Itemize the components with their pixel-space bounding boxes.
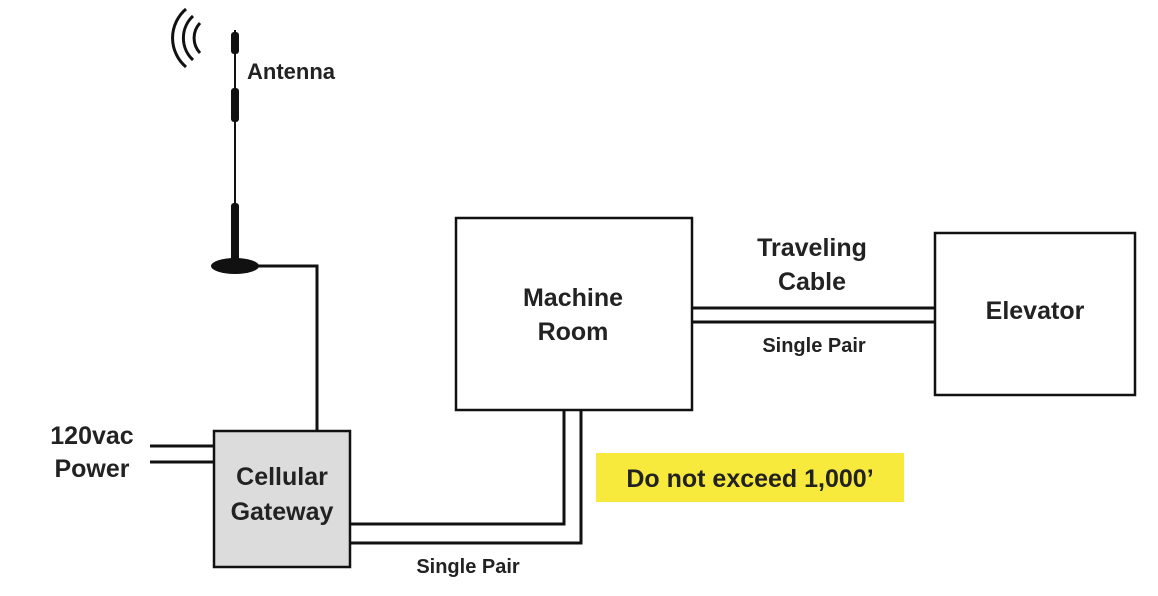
machine-room-box <box>454 216 694 412</box>
warning-highlight <box>596 453 904 502</box>
cellular-gateway-box <box>212 429 352 569</box>
power-leads <box>150 444 214 464</box>
gateway-label-line1: Cellular <box>236 463 328 491</box>
antenna-icon <box>211 30 259 274</box>
power-label-line1: 120vac <box>50 422 134 450</box>
machine-room-label-line1: Machine <box>523 284 623 312</box>
single-pair-label-top: Single Pair <box>762 335 866 357</box>
signal-waves-icon <box>171 7 202 69</box>
antenna-label: Antenna <box>247 59 336 84</box>
traveling-cable-label-line2: Cable <box>778 268 846 296</box>
elevator-label: Elevator <box>986 297 1085 325</box>
traveling-cable <box>692 306 935 324</box>
single-pair-label-bottom: Single Pair <box>416 556 520 578</box>
elevator-box <box>933 231 1137 397</box>
machine-room-label-line2: Room <box>538 318 609 346</box>
gateway-label-line2: Gateway <box>231 498 334 526</box>
warning-label: Do not exceed 1,000’ <box>626 465 873 493</box>
traveling-cable-label-line1: Traveling <box>757 234 867 262</box>
antenna-cable <box>258 264 319 431</box>
gateway-machine-room-cable <box>350 411 583 545</box>
power-label-line2: Power <box>54 455 129 483</box>
